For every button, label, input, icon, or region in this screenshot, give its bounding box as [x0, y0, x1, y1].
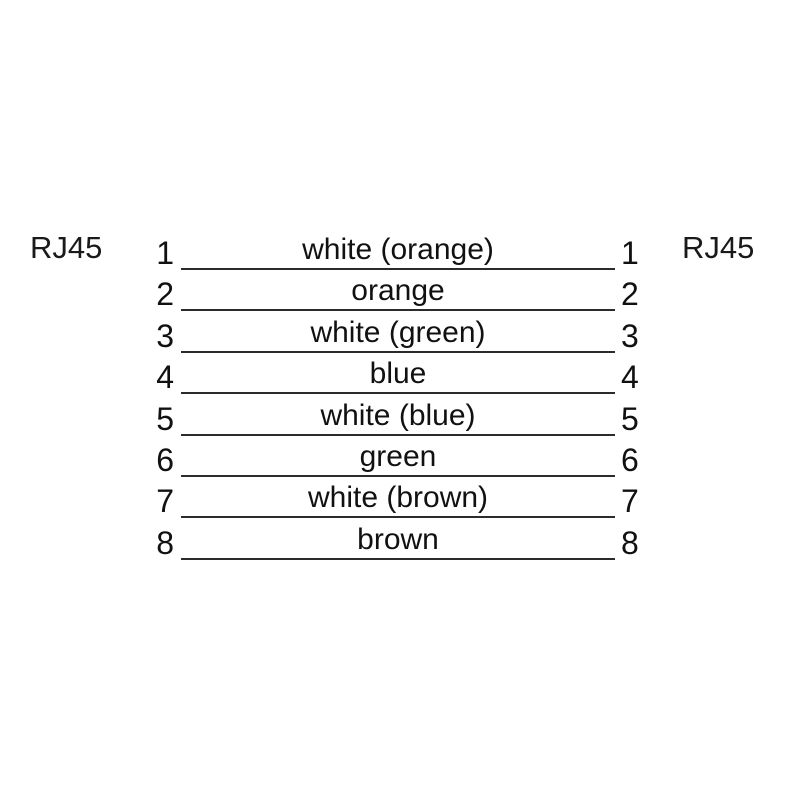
pin-number-right: 8: [621, 524, 639, 561]
pin-number-right: 4: [621, 359, 639, 396]
wire-color-label: orange: [351, 274, 445, 308]
wire-line: [181, 433, 615, 436]
pin-number-left: 7: [156, 483, 174, 520]
wire-line: [181, 350, 615, 353]
wire-color-label: white (orange): [302, 233, 494, 266]
pin-number-left: 6: [156, 442, 174, 478]
pin-number-left: 3: [156, 317, 174, 354]
wire-line: [181, 475, 615, 477]
connector-label-left: RJ45: [30, 230, 103, 265]
pin-number-right: 7: [621, 483, 639, 520]
wire-color-label: white (brown): [307, 481, 489, 515]
connector-label-right: RJ45: [682, 230, 755, 265]
pin-number-right: 5: [621, 400, 639, 437]
wire-color-label: blue: [369, 357, 427, 391]
pin-number-left: 4: [156, 359, 174, 396]
pin-number-left: 8: [156, 524, 174, 561]
pin-number-left: 2: [156, 276, 174, 313]
wire-color-label: white (green): [310, 315, 486, 349]
pin-number-right: 3: [621, 317, 639, 354]
pin-number-left: 1: [156, 235, 174, 271]
wire-line: [181, 309, 615, 312]
wire-line: [181, 516, 615, 519]
pin-number-left: 5: [156, 400, 174, 437]
wire-line: [181, 392, 615, 395]
wire-color-label: green: [359, 440, 437, 473]
wire-line: [181, 557, 615, 560]
pin-number-right: 2: [621, 276, 639, 313]
pin-number-right: 1: [621, 235, 639, 271]
pin-number-right: 6: [621, 442, 639, 478]
wire-line: [181, 268, 615, 270]
wire-color-label: brown: [357, 522, 439, 556]
wire-color-label: white (blue): [320, 398, 476, 432]
